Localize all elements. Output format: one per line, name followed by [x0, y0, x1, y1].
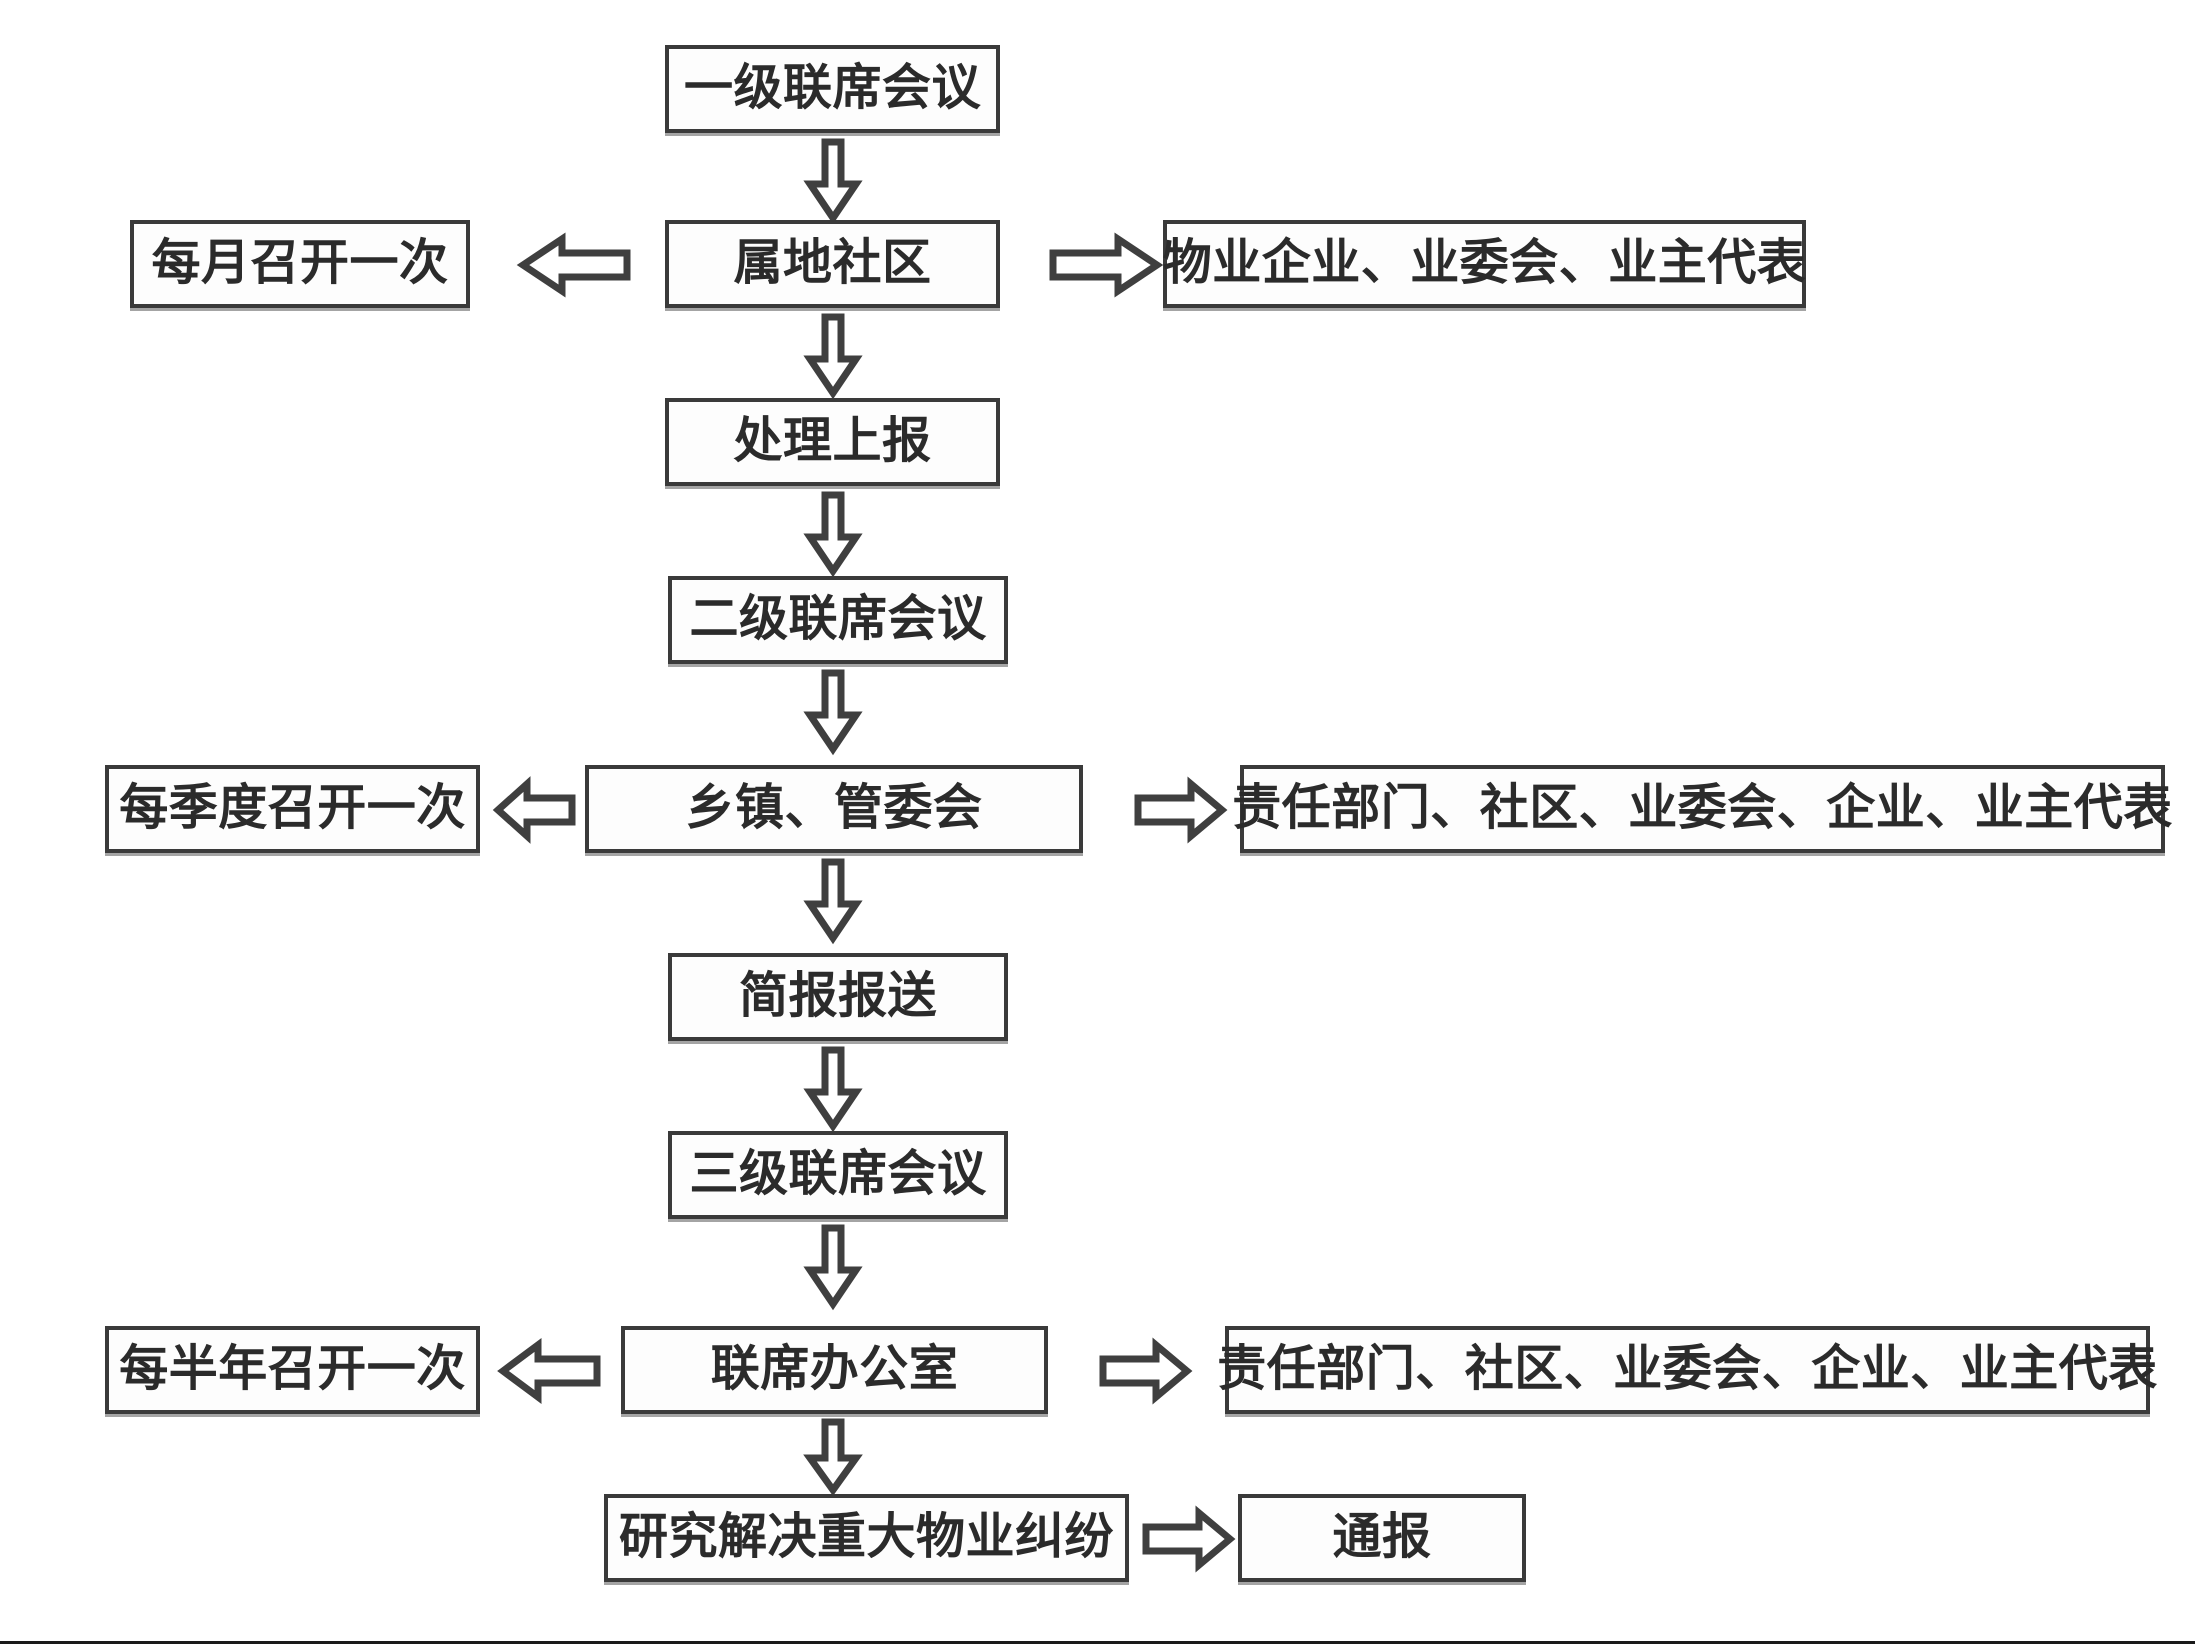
node-host-level-1: 属地社区 — [665, 220, 1000, 308]
node-participants-level-1-label: 物业企业、业委会、业主代表 — [1162, 235, 1807, 290]
arrow-host1-to-frequency1-left-icon — [516, 232, 631, 298]
arrow-action1-to-meeting2-down-icon — [803, 491, 863, 578]
arrow-host3-to-frequency3-left-icon — [497, 1338, 601, 1404]
arrow-meeting3-to-host3-down-icon — [803, 1224, 863, 1311]
node-meeting-level-2-label: 二级联席会议 — [689, 591, 987, 646]
node-action-level-1: 处理上报 — [665, 398, 1000, 486]
node-action-level-2-label: 简报报送 — [738, 968, 937, 1023]
node-meeting-level-3-label: 三级联席会议 — [689, 1146, 987, 1201]
node-participants-level-3: 责任部门、社区、业委会、企业、业主代表 — [1217, 1326, 2157, 1414]
node-host-level-2: 乡镇、管委会 — [585, 765, 1083, 853]
node-frequency-level-2: 每季度召开一次 — [105, 765, 480, 853]
arrow-meeting1-to-host1-down-icon — [803, 138, 863, 225]
node-meeting-level-1: 一级联席会议 — [665, 45, 1000, 133]
arrow-host3-to-participants3-right-icon — [1099, 1337, 1193, 1405]
node-action-level-2: 简报报送 — [668, 953, 1008, 1041]
arrow-meeting2-to-host2-down-icon — [803, 669, 863, 756]
node-action-level-1-label: 处理上报 — [733, 413, 932, 468]
arrow-action3-to-outcome3-right-icon — [1142, 1505, 1236, 1573]
node-outcome-level-3: 通报 — [1238, 1494, 1526, 1582]
bottom-divider — [0, 1641, 2195, 1644]
node-participants-level-2-label: 责任部门、社区、业委会、企业、业主代表 — [1232, 780, 2173, 835]
node-action-level-3-label: 研究解决重大物业纠纷 — [618, 1509, 1114, 1564]
node-meeting-level-3: 三级联席会议 — [668, 1131, 1008, 1219]
node-participants-level-1: 物业企业、业委会、业主代表 — [1163, 220, 1806, 308]
arrow-host2-to-action2-down-icon — [803, 858, 863, 945]
node-frequency-level-3-label: 每半年召开一次 — [119, 1341, 466, 1396]
node-participants-level-2: 责任部门、社区、业委会、企业、业主代表 — [1232, 765, 2172, 853]
arrow-host2-to-participants2-right-icon — [1134, 776, 1228, 844]
arrow-host1-to-participants1-right-icon — [1049, 232, 1164, 298]
node-host-level-2-label: 乡镇、管委会 — [685, 780, 983, 835]
arrow-host2-to-frequency2-left-icon — [492, 776, 576, 844]
node-outcome-level-3-label: 通报 — [1332, 1509, 1432, 1564]
arrow-host3-to-action3-down-icon — [803, 1418, 863, 1496]
node-participants-level-3-label: 责任部门、社区、业委会、企业、业主代表 — [1217, 1341, 2158, 1396]
node-frequency-level-3: 每半年召开一次 — [105, 1326, 480, 1414]
node-meeting-level-1-label: 一级联席会议 — [683, 60, 981, 115]
arrow-action2-to-meeting3-down-icon — [803, 1046, 863, 1133]
node-frequency-level-2-label: 每季度召开一次 — [119, 780, 466, 835]
node-frequency-level-1-label: 每月召开一次 — [151, 235, 449, 290]
node-host-level-1-label: 属地社区 — [733, 235, 932, 290]
node-host-level-3-label: 联席办公室 — [710, 1341, 959, 1396]
node-meeting-level-2: 二级联席会议 — [668, 576, 1008, 664]
node-action-level-3: 研究解决重大物业纠纷 — [604, 1494, 1129, 1582]
node-frequency-level-1: 每月召开一次 — [130, 220, 470, 308]
arrow-host1-to-action1-down-icon — [803, 313, 863, 400]
node-host-level-3: 联席办公室 — [621, 1326, 1048, 1414]
